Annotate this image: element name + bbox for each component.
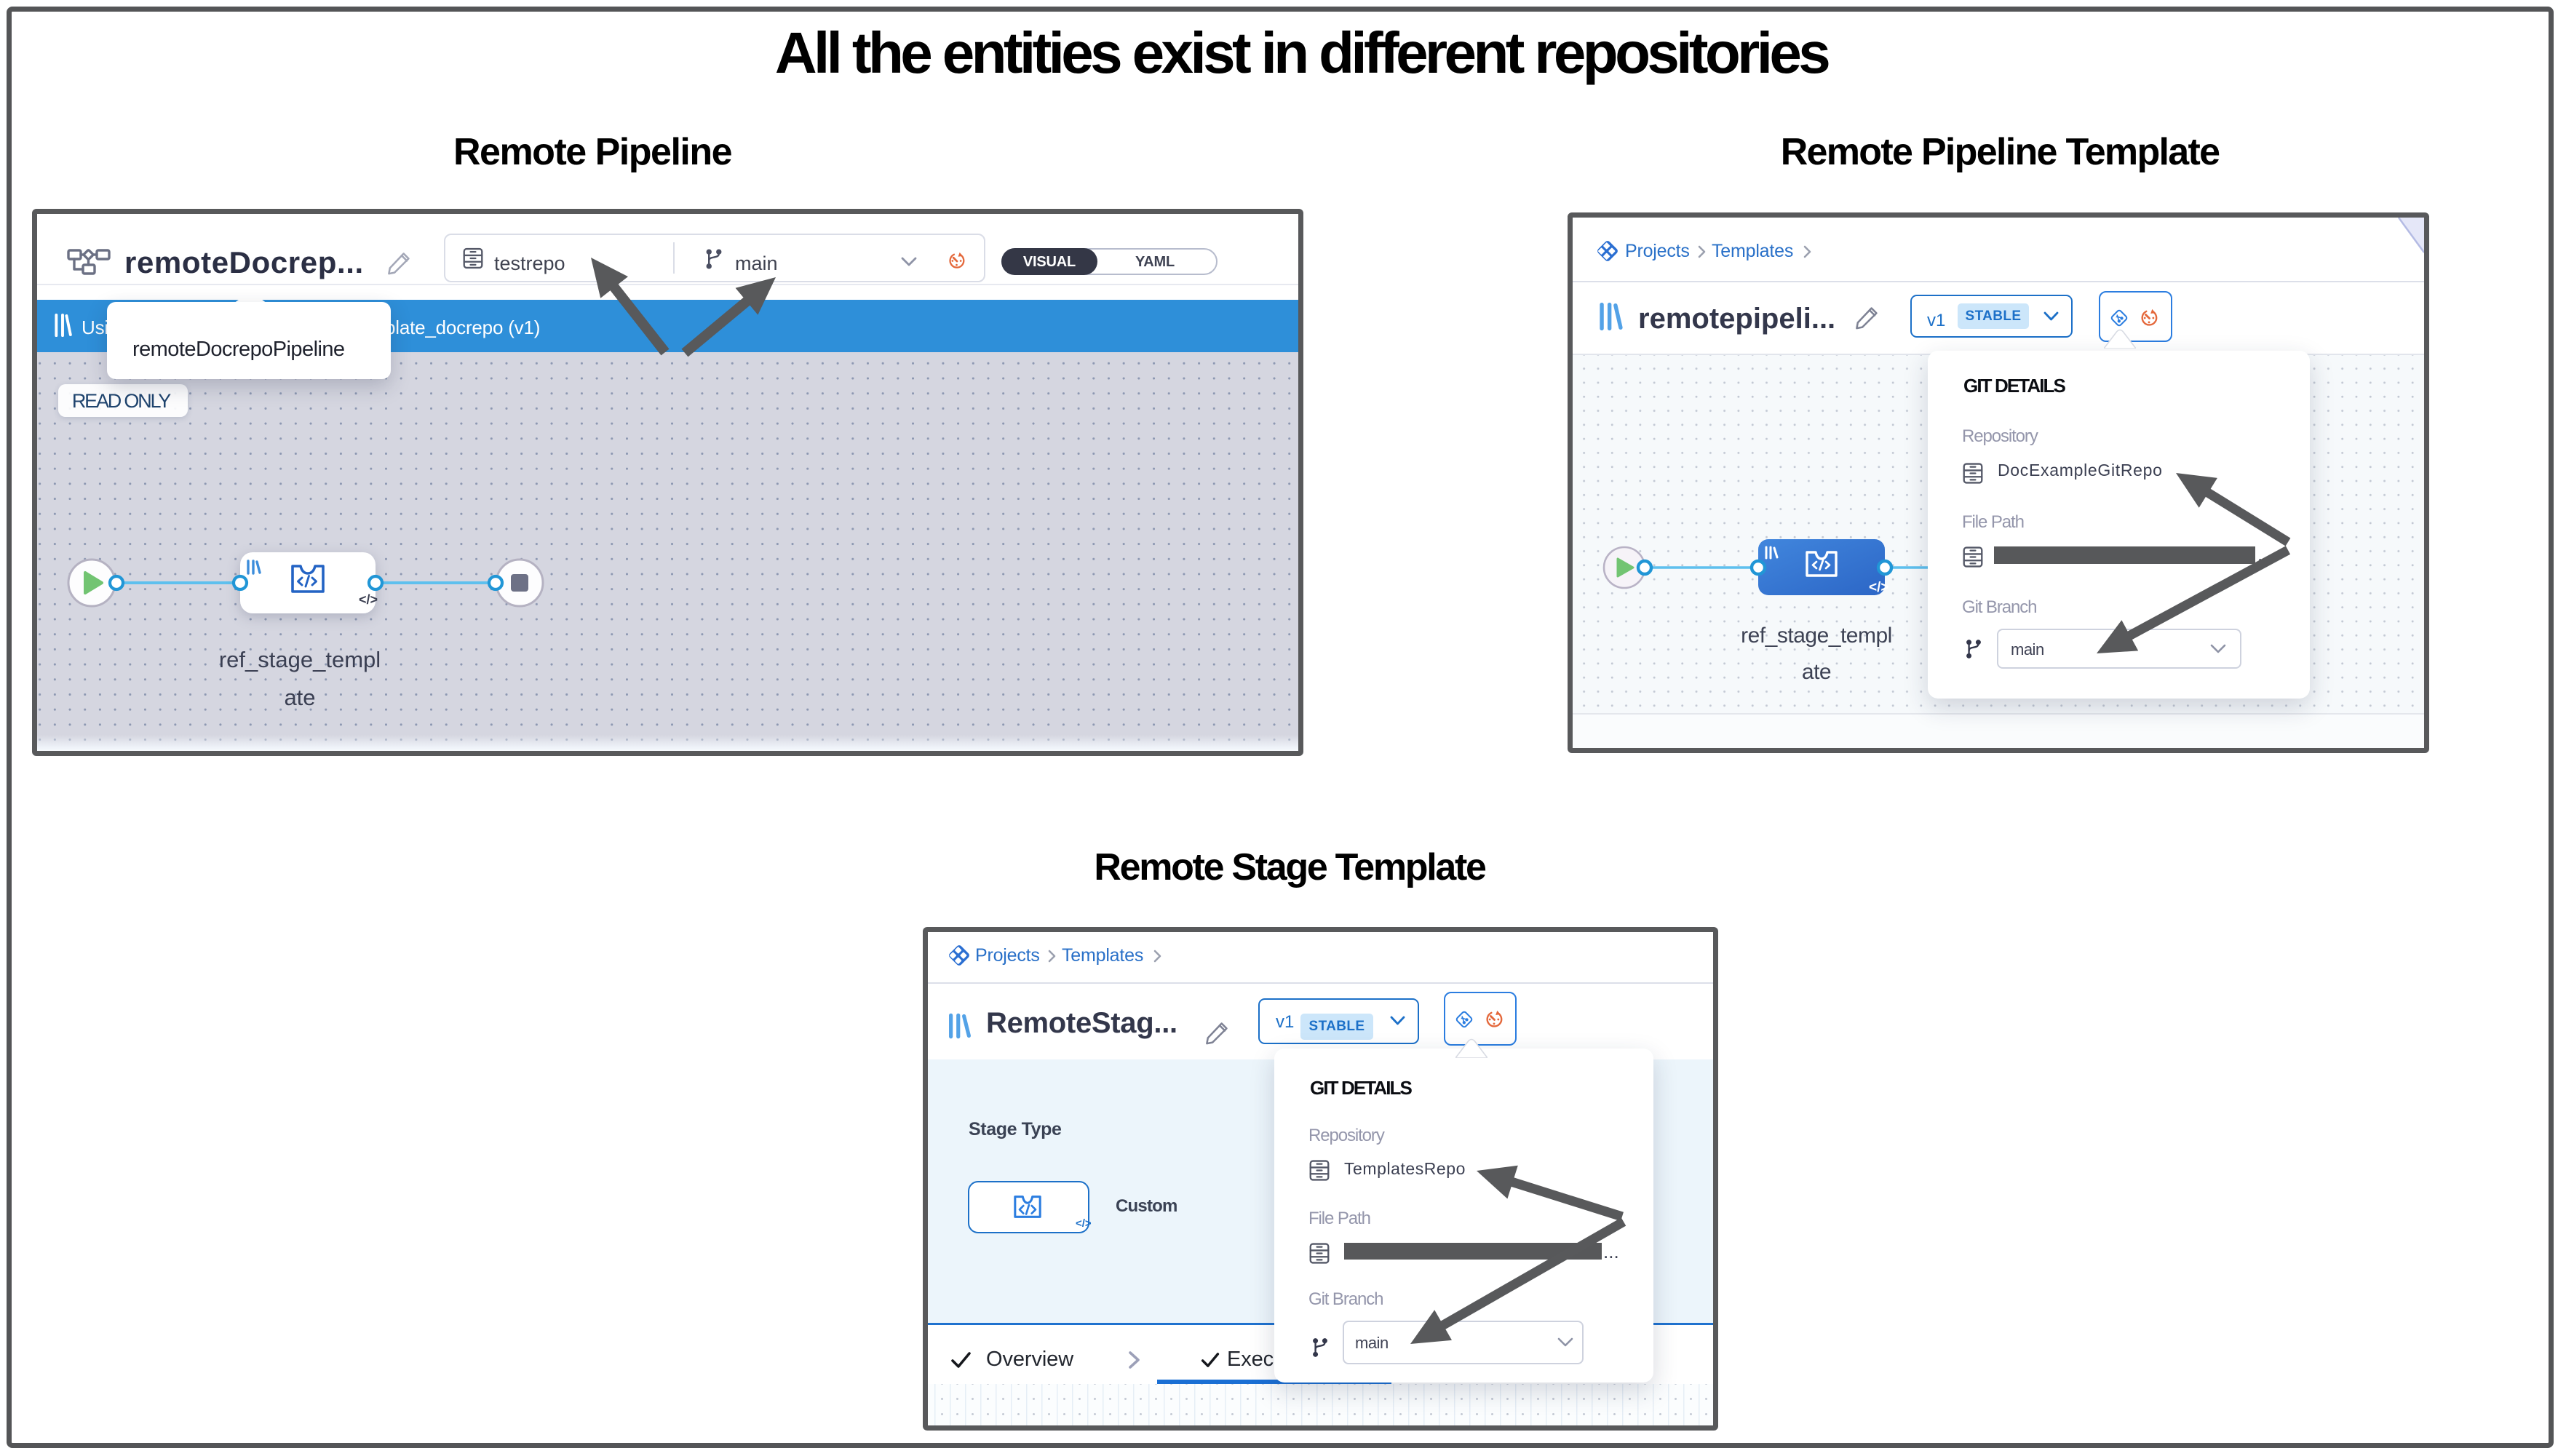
svg-text:</>: </> — [359, 592, 378, 607]
svg-text:</>: </> — [1869, 580, 1888, 595]
